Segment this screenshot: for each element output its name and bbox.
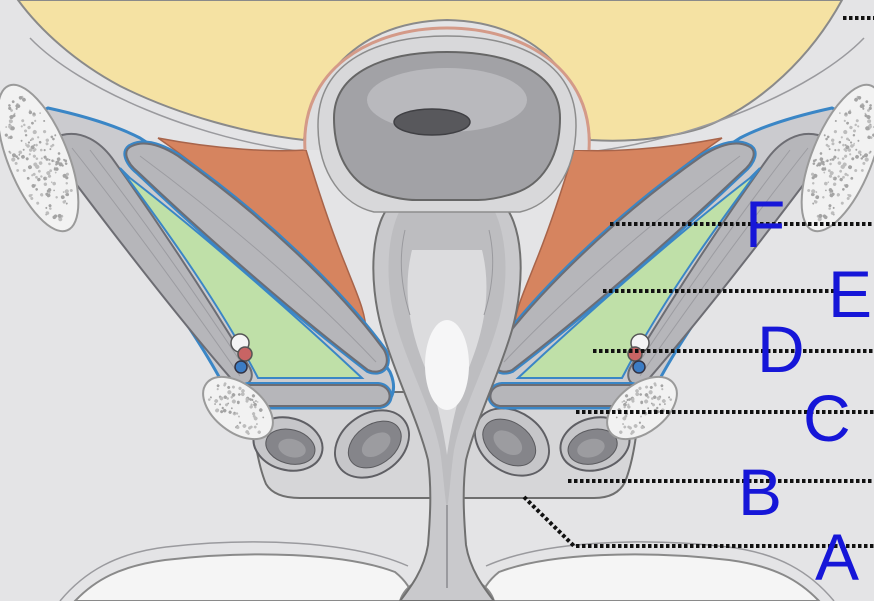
- label-c: C: [803, 381, 851, 455]
- artery-circle: [238, 347, 252, 361]
- central-head: [305, 28, 590, 212]
- head-opening: [394, 109, 470, 135]
- label-a: A: [815, 520, 859, 594]
- label-b: B: [738, 455, 782, 529]
- label-d: D: [757, 312, 805, 386]
- canal-highlight: [425, 320, 469, 410]
- label-e: E: [828, 257, 872, 331]
- vein-circle: [235, 361, 247, 373]
- label-f: F: [745, 187, 785, 261]
